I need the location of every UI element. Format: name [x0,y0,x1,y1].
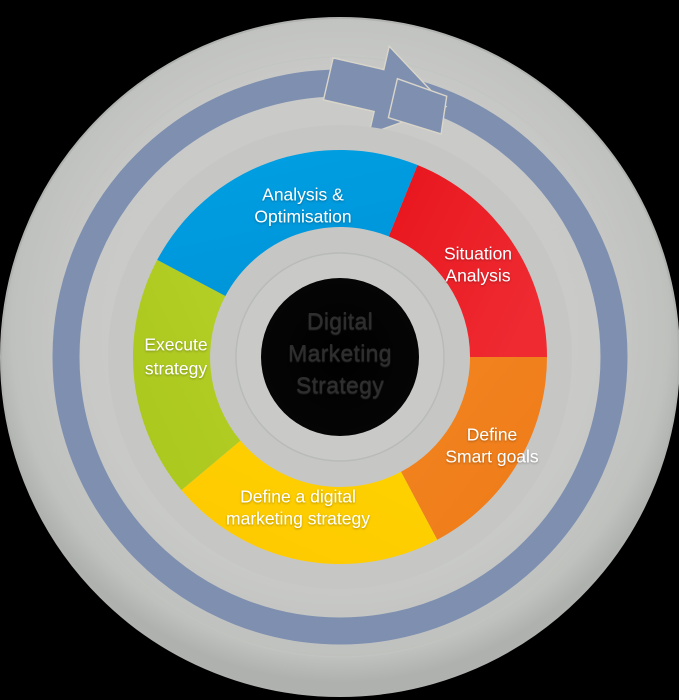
segment-label-situation-analysis-line-1: Situation [444,244,512,264]
hub-ring-edge [235,252,445,462]
segment-label-define-a-digital-marketing-strategy-line-2: marketing strategy [226,509,370,529]
segment-label-analysis-and-optimisation-line-1: Analysis & [262,185,344,205]
segment-execute-strategy[interactable] [132,259,241,491]
segment-label-analysis-and-optimisation-line-2: Optimisation [254,207,351,227]
segment-define-smart-goals[interactable] [401,357,547,540]
hub-title-line-2: Marketing [288,340,392,366]
segment-label-define-smart-goals-line-1: Define [467,425,518,445]
segment-label-execute-strategy-line-2: strategy [145,359,207,379]
segment-label-situation-analysis-line-2: Analysis [445,266,510,286]
clockwise-cycle-arrow [52,44,628,645]
segment-label-define-a-digital-marketing-strategy-line-1: Define a digital [240,487,356,507]
hub-title-line-1: Digital [307,308,373,334]
hub-disc [261,278,419,436]
hub-title: Digital Marketing Strategy [288,308,392,398]
segment-analysis-and-optimisation[interactable] [157,149,418,296]
segment-label-execute-strategy-line-1: Execute [144,335,207,355]
segment-ring [132,149,548,565]
segment-situation-analysis[interactable] [388,165,548,357]
segment-define-a-digital-marketing-strategy[interactable] [181,440,438,565]
segment-label-define-smart-goals-line-2: Smart goals [445,447,539,467]
hub-title-line-3: Strategy [296,372,384,398]
outer-disc-edge [0,17,679,697]
